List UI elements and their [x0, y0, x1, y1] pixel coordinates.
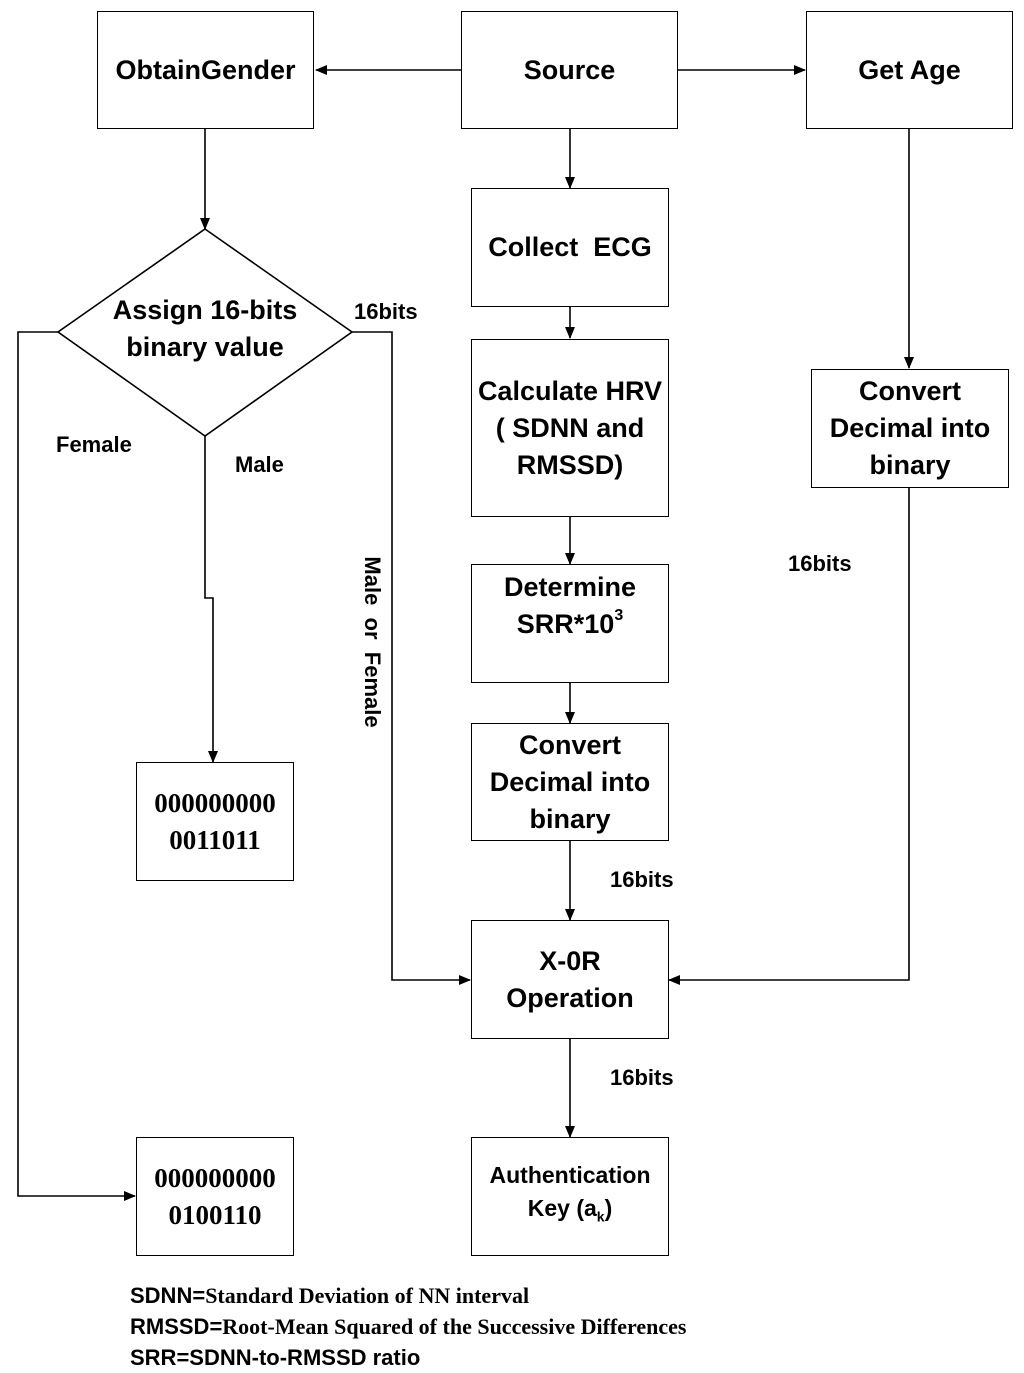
label-16bits-srr: 16bits	[610, 867, 674, 892]
legend-row-srr: SRR=SDNN-to-RMSSD ratio	[130, 1342, 686, 1373]
obtain-gender-line2: Gender	[200, 54, 296, 85]
convert-srr-line2: Decimal into	[489, 766, 651, 797]
assign-bits-line1: Assign 16-bits	[112, 295, 298, 325]
source-box: Source	[461, 11, 678, 129]
legend-term-srr: SRR=SDNN-to-RMSSD ratio	[130, 1345, 421, 1370]
convert-srr-line1: Convert	[518, 729, 621, 760]
assign-bits-text: Assign 16-bits binary value	[58, 292, 352, 366]
xor-line1: X-0R	[539, 945, 601, 976]
edge-agebin-xor	[668, 488, 910, 985]
female-value-line2: 0100110	[168, 1199, 262, 1230]
source-label: Source	[523, 54, 616, 85]
legend-term-sdnn: SDNN=	[130, 1283, 206, 1308]
female-value-box: 000000000 0100110	[136, 1137, 294, 1256]
convert-srr-box: Convert Decimal into binary	[471, 723, 669, 841]
calc-hrv-line1: Calculate	[477, 375, 598, 406]
legend-def-rmssd: Root-Mean Squared of the Successive Diff…	[222, 1314, 687, 1339]
auth-key-text: Key (a	[527, 1195, 597, 1222]
calc-hrv-line3: ( SDNN and	[495, 412, 645, 443]
calc-hrv-box: Calculate HRV ( SDNN and RMSSD)	[471, 339, 669, 517]
auth-key-line2: Key (ak)	[527, 1195, 613, 1225]
determine-srr-exponent: 3	[614, 607, 624, 624]
legend: SDNN=Standard Deviation of NN interval R…	[130, 1280, 686, 1373]
xor-line2: Operation	[506, 982, 634, 1013]
edge-female	[17, 331, 136, 1201]
edge-male	[204, 436, 218, 763]
label-female: Female	[56, 432, 132, 457]
label-male-or-female: Male or Female	[360, 556, 385, 728]
legend-def-sdnn: Standard Deviation of NN interval	[205, 1283, 530, 1308]
convert-age-line2: Decimal into	[829, 413, 991, 443]
auth-key-line1: Authentication	[489, 1162, 651, 1189]
legend-row-rmssd: RMSSD=Root-Mean Squared of the Successiv…	[130, 1311, 686, 1342]
label-16bits-xor: 16bits	[610, 1065, 674, 1090]
male-value-box: 000000000 0011011	[136, 762, 294, 881]
xor-box: X-0R Operation	[471, 920, 669, 1039]
male-value-line1: 000000000	[154, 787, 276, 818]
determine-srr-line2: SRR*103	[516, 607, 624, 639]
legend-term-rmssd: RMSSD=	[130, 1314, 223, 1339]
convert-age-line1: Convert	[858, 376, 961, 406]
label-16bits-age: 16bits	[788, 551, 852, 576]
auth-key-close: )	[604, 1195, 613, 1222]
legend-row-sdnn: SDNN=Standard Deviation of NN interval	[130, 1280, 686, 1311]
obtain-gender-box: ObtainGender	[97, 11, 314, 129]
assign-bits-line2: binary value	[126, 332, 284, 362]
male-value-line2: 0011011	[169, 824, 261, 855]
determine-srr-base: SRR*10	[516, 609, 615, 639]
get-age-label: Get Age	[858, 54, 961, 85]
determine-srr-box: Determine SRR*103	[471, 564, 669, 683]
edge-gender-xor	[352, 331, 471, 985]
convert-age-line3: binary	[869, 450, 951, 480]
label-male: Male	[235, 452, 284, 477]
convert-age-box: Convert Decimal into binary	[811, 369, 1009, 488]
auth-key-box: Authentication Key (ak)	[471, 1137, 669, 1256]
calc-hrv-line2: HRV	[605, 375, 663, 406]
collect-ecg-label: Collect ECG	[488, 232, 652, 262]
female-value-line1: 000000000	[154, 1162, 276, 1193]
obtain-gender-line1: Obtain	[115, 54, 201, 85]
get-age-box: Get Age	[806, 11, 1013, 129]
label-16bits-diamond: 16bits	[354, 299, 418, 324]
convert-srr-line3: binary	[529, 803, 611, 834]
collect-ecg-box: Collect ECG	[471, 188, 669, 307]
calc-hrv-line4: RMSSD)	[516, 449, 624, 480]
auth-key-subscript: k	[596, 1208, 605, 1225]
determine-srr-line1: Determine	[503, 572, 637, 602]
